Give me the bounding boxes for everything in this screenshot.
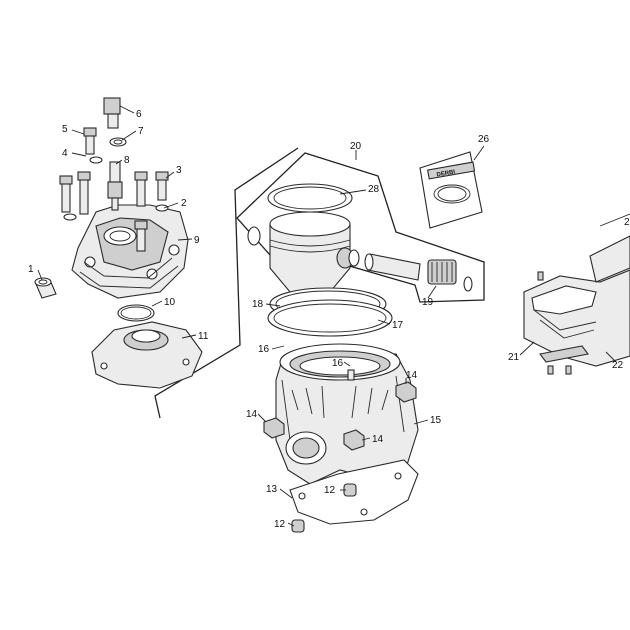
callout-6: 6 (136, 109, 142, 120)
callout-26: 26 (478, 134, 490, 145)
callout-labels: 1 2 3 4 5 6 7 8 9 10 11 12 12 13 14 14 1… (28, 109, 630, 530)
head-cover-11 (91, 321, 203, 389)
callout-14-mid: 14 (372, 434, 384, 445)
callout-13: 13 (266, 484, 278, 495)
callout-9: 9 (194, 235, 200, 246)
temperature-sensor-6 (103, 97, 127, 147)
callout-17: 17 (392, 320, 404, 331)
nuts-14 (263, 381, 417, 451)
cylinder-head (71, 204, 189, 299)
head-nut-1 (34, 277, 57, 299)
callout-12-lower: 12 (274, 519, 286, 530)
circlip-right (463, 276, 473, 292)
reed-valve-assembly (523, 213, 630, 375)
circlip-left (247, 226, 261, 246)
o-ring-10 (117, 304, 155, 322)
callout-18: 18 (252, 299, 264, 310)
dowels-12 (291, 483, 357, 533)
callout-12-upper: 12 (324, 485, 336, 496)
callout-8: 8 (124, 155, 130, 166)
callout-4: 4 (62, 148, 68, 159)
callout-3: 3 (176, 165, 182, 176)
callout-21: 21 (508, 352, 520, 363)
callout-19: 19 (422, 297, 434, 308)
needle-bearing-19 (427, 259, 457, 285)
callout-14-left: 14 (246, 409, 258, 420)
callout-11: 11 (198, 331, 209, 342)
head-studs (59, 127, 169, 252)
callout-1: 1 (28, 264, 34, 275)
callout-10: 10 (164, 297, 176, 308)
callout-20: 20 (350, 141, 362, 152)
callout-2-cropped: 2 (624, 217, 630, 228)
callout-14-right: 14 (406, 370, 418, 381)
cylinder-gaskets (267, 287, 393, 337)
callout-22: 22 (612, 360, 624, 371)
callout-28: 28 (368, 184, 380, 195)
callout-15: 15 (430, 415, 442, 426)
circlip-mid (348, 249, 360, 267)
cylinder-15 (275, 343, 419, 485)
callout-16-left: 16 (258, 344, 270, 355)
kit-logo: DERBI (436, 169, 456, 178)
leader-lines (37, 105, 617, 527)
callout-16-dowel: 16 (332, 358, 344, 369)
piston-pin (364, 253, 421, 281)
callout-5: 5 (62, 124, 68, 135)
spark-plug-8 (107, 161, 123, 211)
gasket-kit-26: DERBI (419, 151, 483, 229)
callout-2: 2 (181, 198, 187, 209)
piston-kit-frame (154, 147, 299, 419)
piston-28 (267, 183, 354, 293)
callout-7: 7 (138, 126, 144, 137)
